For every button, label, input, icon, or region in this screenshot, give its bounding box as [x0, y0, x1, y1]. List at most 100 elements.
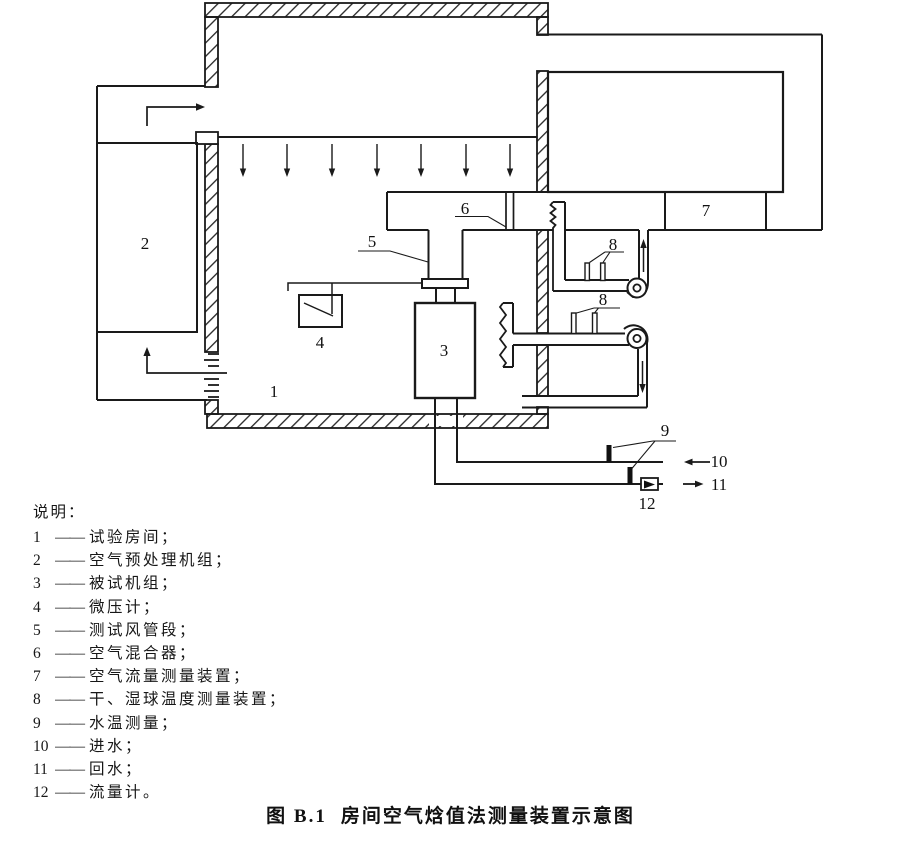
wall-right-mid: [536, 229, 549, 334]
water-temp-sensor: [627, 467, 633, 484]
legend-item-number: 12: [33, 784, 49, 802]
wall-left-cap: [195, 131, 219, 145]
test-room-interior: [204, 136, 537, 398]
label-air-mixer: 6: [461, 199, 470, 218]
return-grille: [204, 353, 219, 398]
flow-meter-arrow: [644, 480, 655, 489]
label-5-leader: [358, 250, 429, 263]
legend-item: 11 ——回水；: [33, 758, 287, 781]
legend-item-number: 4: [33, 598, 41, 616]
legend-item: 9——水温测量；: [33, 712, 287, 735]
label-water-return: 11: [711, 475, 727, 494]
legend-item-number: 11: [33, 761, 48, 779]
intake-broken-edge: [498, 302, 508, 368]
return-water-pipe: [434, 398, 663, 485]
legend-item-dash: ——: [55, 691, 85, 709]
sampling-duct-upper: [553, 279, 629, 292]
water-circuit: [434, 398, 710, 491]
dry-wet-bulb-sensor: [591, 312, 598, 335]
sampling-circuit-upper: [549, 201, 649, 299]
manometer-inclined-tube: [303, 302, 334, 317]
label-9-leader: [612, 440, 676, 470]
room-intake-plate: [503, 302, 514, 368]
return-flow-line: [146, 352, 227, 374]
legend-item-dash: ——: [55, 598, 85, 616]
legend-item: 6——空气混合器；: [33, 642, 287, 665]
wall-right-upper: [536, 70, 549, 193]
water-temp-sensor: [606, 445, 612, 462]
legend-item-number: 9: [33, 714, 41, 732]
legend-item-dash: ——: [55, 575, 85, 593]
wall-left-lower: [204, 143, 219, 353]
wall-top: [204, 2, 549, 18]
legend-item: 2——空气预处理机组；: [33, 549, 287, 572]
legend-item-number: 7: [33, 668, 41, 686]
figure-caption-number: 图 B.1: [266, 806, 327, 827]
legend-item-label: 进水；: [89, 737, 144, 755]
receiving-chamber: [546, 70, 785, 194]
label-water-inlet: 10: [711, 452, 728, 471]
fan-casing-lower: [623, 324, 649, 408]
label-test-duct: 5: [368, 232, 377, 251]
duct-below-flange: [435, 288, 456, 303]
pretreatment-unit: [96, 85, 227, 401]
micro-manometer: [287, 282, 422, 328]
legend-item-label: 被试机组；: [89, 575, 180, 593]
legend-item-number: 1: [33, 529, 41, 546]
pretreatment-box: [96, 142, 198, 333]
label-water-temp: 9: [661, 421, 670, 440]
label-8-lower-leader: [576, 307, 620, 314]
legend-item-number: 8: [33, 691, 41, 709]
legend-item-label: 试验房间；: [89, 529, 180, 546]
legend-item: 4——微压计；: [33, 596, 287, 619]
legend-item-label: 回水；: [89, 761, 144, 779]
legend-item: 10 ——进水；: [33, 735, 287, 758]
legend-item: 7——空气流量测量装置；: [33, 665, 287, 688]
legend: 说明： 1——试验房间； 2——空气预处理机组； 3——被试机组； 4——微压计…: [33, 500, 287, 804]
diagram-number-labels: 1 2 3 4 5 6 7 8 8 9 10 11 12: [141, 199, 728, 513]
legend-item: 8 ——干、湿球温度测量装置；: [33, 688, 287, 711]
ceiling-airflow-arrows: [242, 144, 511, 170]
label-temp-device-lower: 8: [599, 290, 608, 309]
label-6-leader: [455, 215, 507, 228]
discharge-duct: [522, 395, 647, 409]
legend-item-dash: ——: [55, 621, 85, 639]
air-mixer-screens: [505, 192, 515, 230]
legend-item-number: 6: [33, 645, 41, 663]
fan-upper: [626, 277, 648, 299]
fan-lower-hub: [632, 333, 642, 343]
legend-item-label: 干、湿球温度测量装置；: [89, 691, 288, 709]
figure-caption-title: 房间空气焓值法测量装置示意图: [340, 806, 635, 827]
dry-wet-bulb-sensor: [584, 262, 591, 282]
legend-item-label: 测试风管段；: [89, 621, 198, 639]
legend-item-label: 空气流量测量装置；: [89, 668, 252, 686]
label-pretreatment-unit: 2: [141, 234, 150, 253]
test-room-walls: [195, 2, 549, 429]
fan-lower: [626, 328, 648, 349]
pressure-tap-line: [287, 282, 422, 291]
floor-pipe-gap: [429, 416, 463, 426]
label-unit-under-test: 3: [440, 341, 449, 360]
test-duct-and-unit: [413, 230, 477, 400]
label-room: 1: [270, 382, 279, 401]
label-micro-manometer: 4: [316, 333, 325, 352]
wall-left-upper: [204, 16, 219, 88]
wall-corner-bottom-left: [204, 399, 219, 415]
wall-right-low: [536, 344, 549, 397]
legend-item: 5 ——测试风管段；: [33, 619, 287, 642]
up-arrow-head: [640, 239, 647, 248]
legend-item-dash: ——: [55, 761, 85, 779]
wall-floor: [206, 413, 549, 429]
wall-right-top: [536, 16, 549, 36]
legend-item-dash: ——: [55, 645, 85, 663]
return-arrow-head: [143, 347, 151, 356]
fan-upper-hub: [632, 283, 642, 293]
legend-item-number: 10: [33, 737, 49, 755]
label-airflow-device: 7: [702, 201, 711, 220]
legend-item-dash: ——: [55, 737, 85, 755]
legend-item-dash: ——: [55, 552, 85, 570]
legend-item-number: 5: [33, 621, 41, 639]
figure-caption: 图 B.1 房间空气焓值法测量装置示意图: [0, 801, 901, 828]
